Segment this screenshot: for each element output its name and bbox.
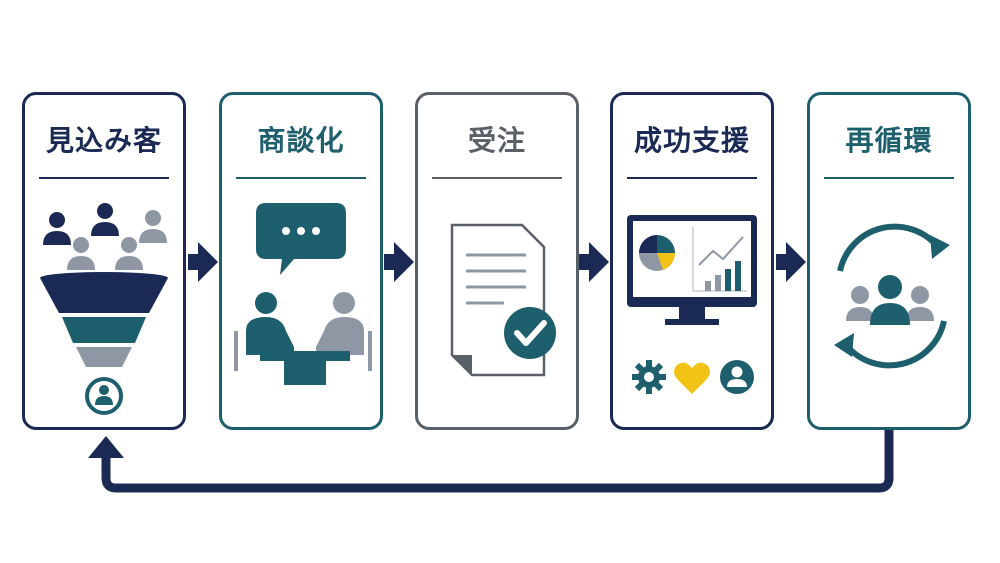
meeting-chat-icon [234, 203, 372, 385]
stage-card-order: 受注 [415, 92, 579, 430]
stage-title: 商談化 [257, 124, 345, 157]
stage-divider [236, 177, 366, 179]
recycle-people-icon [834, 223, 950, 369]
stage-divider [824, 177, 954, 179]
stage-title: 受注 [467, 124, 526, 157]
stage-divider [432, 177, 562, 179]
stage-title: 成功支援 [633, 124, 750, 157]
stage-card-negotiation: 商談化 [219, 92, 383, 430]
stage-card-prospects: 見込み客 [22, 92, 186, 430]
flow-arrow [776, 242, 806, 282]
stage-divider [39, 177, 169, 179]
stage-title: 見込み客 [45, 124, 162, 157]
dashboard-support-icon [627, 215, 757, 394]
stage-title: 再循環 [845, 124, 933, 157]
contract-check-icon [450, 223, 556, 377]
flow-arrow [188, 242, 218, 282]
stage-card-customer-success: 成功支援 [610, 92, 774, 430]
flow-arrow [579, 242, 609, 282]
funnel-people-icon [40, 203, 168, 415]
flow-arrow [384, 242, 414, 282]
stage-divider [627, 177, 757, 179]
stage-card-recirculation: 再循環 [807, 92, 971, 430]
